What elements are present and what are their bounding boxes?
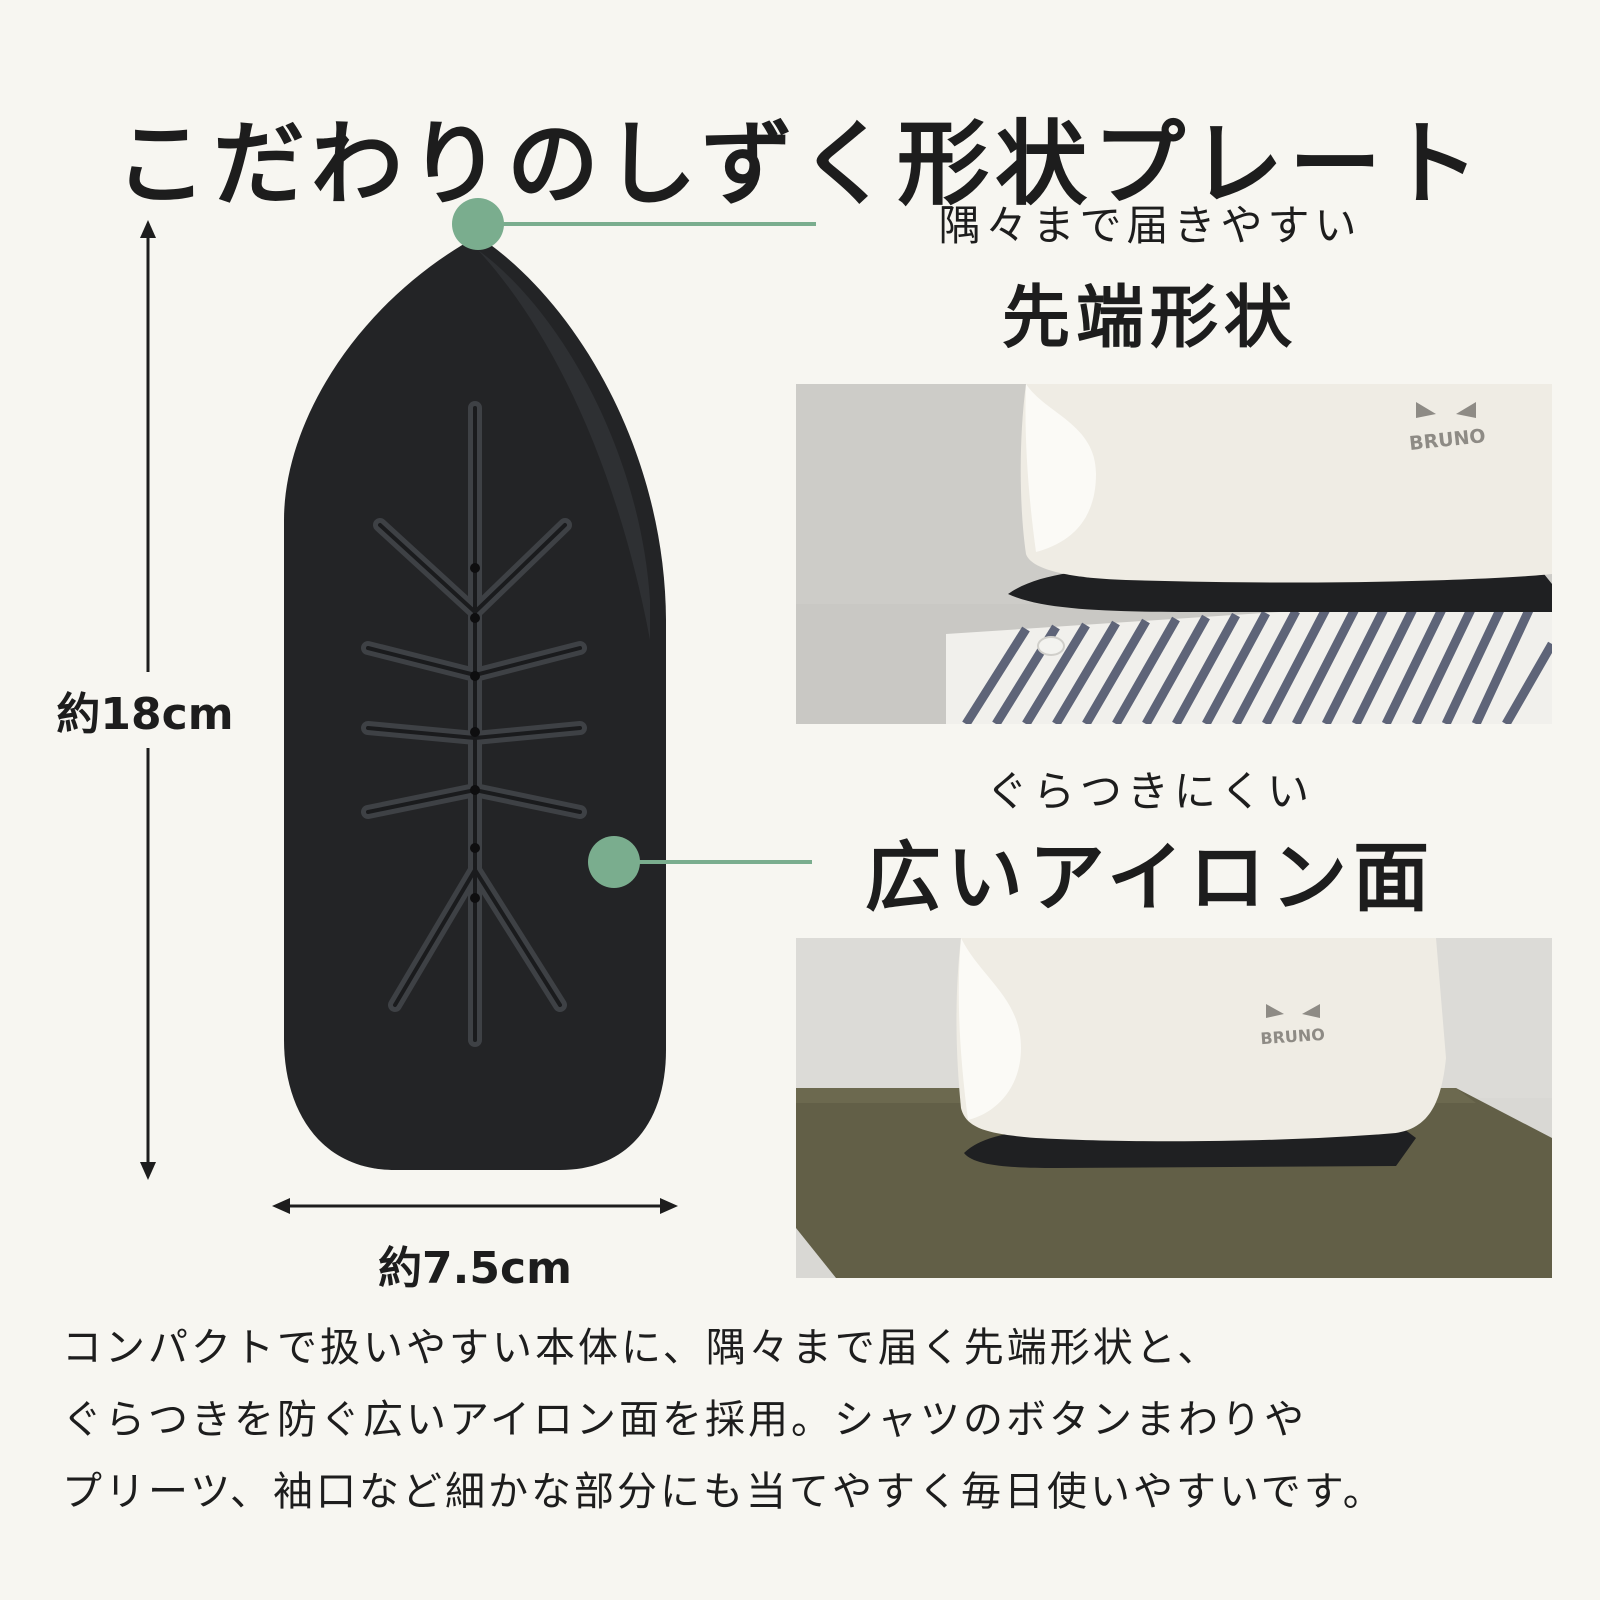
- page-title: こだわりのしずく形状プレート: [114, 110, 1486, 218]
- iron-body: BRUNO: [956, 938, 1446, 1142]
- surface-callout: [588, 836, 812, 888]
- width-label: 約7.5cm: [378, 1243, 572, 1294]
- feature-surface-heading: 広いアイロン面: [864, 833, 1436, 922]
- brand-logo: BRUNO: [1260, 1025, 1326, 1048]
- feature-tip-subtitle: 隅々まで届きやすい: [938, 201, 1362, 250]
- description-line: コンパクトで扱いやすい本体に、隅々まで届く先端形状と、: [62, 1325, 1221, 1371]
- length-label: 約18cm: [40, 672, 250, 748]
- tip-callout: [452, 198, 816, 250]
- feature-tip-heading: 先端形状: [1001, 279, 1298, 358]
- feature-surface-subtitle: ぐらつきにくい: [985, 767, 1315, 816]
- striped-fabric: [946, 593, 1552, 724]
- photo-tip-shirt: BRUNO: [796, 384, 1552, 724]
- width-dimension-arrow: [272, 1198, 678, 1214]
- description-text: コンパクトで扱いやすい本体に、隅々まで届く先端形状と、 ぐらつきを防ぐ広いアイロ…: [62, 1312, 1572, 1528]
- description-line: プリーツ、袖口など細かな部分にも当てやすく毎日使いやすいです。: [62, 1469, 1386, 1515]
- photo-surface-cloth: BRUNO: [796, 938, 1552, 1278]
- steam-holes: [470, 563, 480, 903]
- description-line: ぐらつきを防ぐ広いアイロン面を採用。シャツのボタンまわりや: [62, 1397, 1307, 1443]
- iron-body: BRUNO: [1020, 384, 1552, 583]
